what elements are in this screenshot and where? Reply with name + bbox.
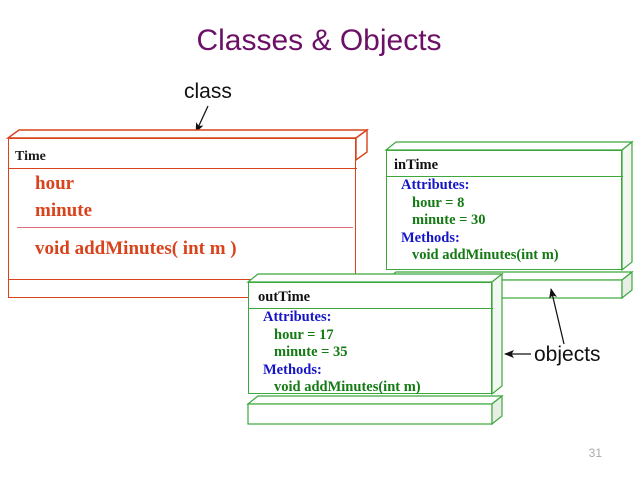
intime-object-name: inTime: [394, 157, 439, 173]
time-box-3d-bevel: [5, 128, 370, 162]
time-class-name: Time: [15, 149, 46, 164]
object-box-intime[interactable]: inTime Attributes: hour = 8 minute = 30 …: [384, 140, 634, 300]
intime-attributes-label: Attributes:: [401, 177, 470, 193]
outtime-stack-shelf: [246, 394, 504, 426]
time-attribute-list: hour minute: [35, 170, 92, 224]
annotation-label-class: class: [184, 80, 232, 103]
object-box-outtime[interactable]: outTime Attributes: hour = 17 minute = 3…: [246, 272, 504, 426]
time-method-list: void addMinutes( int m ): [35, 235, 237, 262]
class-box-time[interactable]: Time hour minute void addMinutes( int m …: [5, 128, 370, 298]
annotation-label-objects: objects: [534, 343, 601, 366]
outtime-body: Attributes: hour = 17 minute = 35 Method…: [263, 309, 421, 397]
outtime-attributes-label: Attributes:: [263, 309, 332, 325]
intime-box-3d-bevel: [384, 140, 634, 272]
intime-methods-label: Methods:: [401, 229, 460, 246]
outtime-front-face: outTime Attributes: hour = 17 minute = 3…: [248, 282, 493, 397]
intime-attribute-item: minute = 30: [412, 212, 486, 228]
intime-attribute-item: hour = 8: [412, 194, 465, 211]
intime-front-face: inTime Attributes: hour = 8 minute = 30 …: [386, 150, 623, 270]
intime-header-divider: [387, 176, 623, 177]
outtime-attribute-item: minute = 35: [274, 344, 348, 360]
time-section-separator: [17, 227, 353, 228]
outtime-object-name: outTime: [258, 289, 311, 305]
outtime-attribute-item: hour = 17: [274, 326, 334, 343]
intime-method-item: void addMinutes(int m): [412, 247, 559, 263]
time-footer-divider: [9, 279, 357, 280]
page-title: Classes & Objects: [196, 24, 442, 57]
time-method-item: void addMinutes( int m ): [35, 238, 237, 259]
intime-body: Attributes: hour = 8 minute = 30 Methods…: [401, 177, 559, 265]
outtime-header-divider: [249, 308, 493, 309]
time-box-front-face: Time hour minute void addMinutes( int m …: [8, 138, 357, 298]
time-header-divider: [9, 168, 357, 169]
time-attribute-item: hour: [35, 173, 75, 194]
outtime-method-item: void addMinutes(int m): [274, 379, 421, 395]
time-attribute-item: minute: [35, 200, 92, 221]
page-number: 31: [588, 446, 602, 460]
outtime-methods-label: Methods:: [263, 361, 322, 378]
